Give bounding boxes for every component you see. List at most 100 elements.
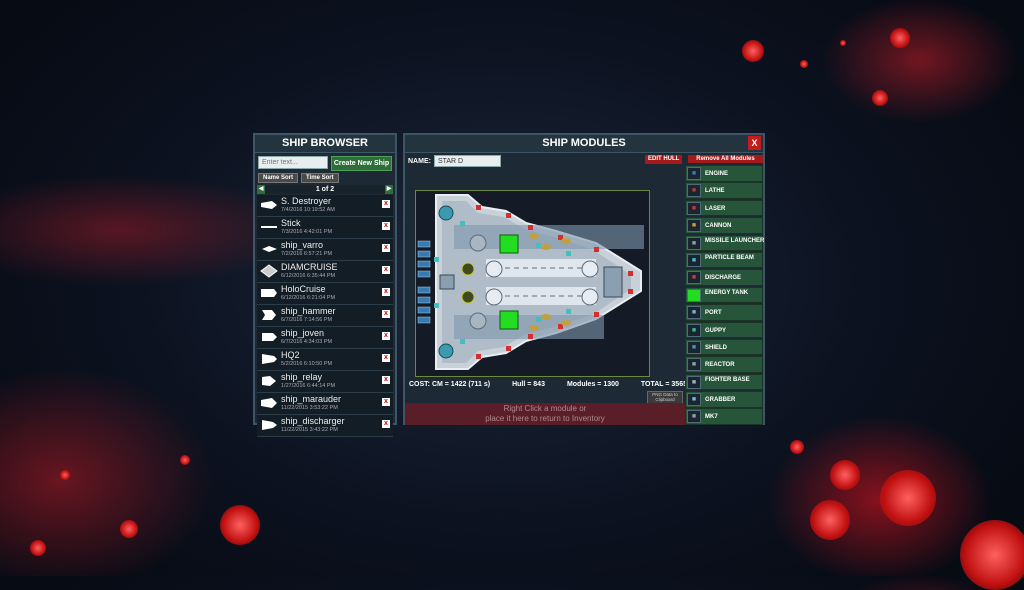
ship-thumbnail-icon [261, 201, 277, 209]
module-item-reactor[interactable]: ■REACTOR [685, 356, 763, 373]
energy-tank-icon [687, 288, 701, 302]
particle-beam-icon: ■ [687, 253, 701, 267]
module-label: REACTOR [705, 362, 735, 369]
close-button[interactable]: X [748, 136, 761, 150]
ship-thumbnail-icon [262, 246, 277, 252]
ship-design-canvas[interactable] [415, 190, 650, 377]
ship-thumbnail-icon [262, 310, 276, 320]
module-item-shield[interactable]: ■SHIELD [685, 338, 763, 356]
module-item-energy-tank[interactable]: ENERGY TANK [685, 286, 763, 304]
delete-ship-icon[interactable]: x [382, 222, 390, 230]
name-sort-button[interactable]: Name Sort [258, 173, 299, 183]
module-item-particle-beam[interactable]: ■PARTICLE BEAM [685, 251, 763, 269]
ship-modules-panel: SHIP MODULES X NAME: STAR D EDIT HULL Re… [403, 133, 765, 425]
cannon-icon: ■ [687, 219, 701, 233]
grabber-icon: ■ [687, 393, 701, 407]
module-item-fighter-base[interactable]: ■FIGHTER BASE [685, 373, 763, 391]
cost-cm: COST: CM = 1422 (711 s) [409, 381, 491, 388]
module-label: ENGINE [705, 171, 729, 177]
create-new-ship-button[interactable]: Create New Ship [331, 156, 392, 171]
delete-ship-icon[interactable]: x [382, 310, 390, 318]
delete-ship-icon[interactable]: x [382, 332, 390, 340]
remove-all-modules-button[interactable]: Remove All Modules [688, 155, 763, 163]
engine-icon: ■ [687, 167, 701, 180]
delete-ship-icon[interactable]: x [382, 288, 390, 296]
cost-total: TOTAL = 3565 [640, 381, 687, 388]
laser-icon: ■ [687, 201, 701, 215]
module-item-port[interactable]: ■PORT [685, 304, 763, 321]
module-label: MISSILE LAUNCHER [705, 237, 765, 244]
delete-ship-icon[interactable]: x [382, 398, 390, 406]
ship-thumbnail-icon [261, 398, 277, 408]
mk7-icon: ■ [687, 410, 701, 424]
time-sort-button[interactable]: Time Sort [301, 173, 339, 183]
cost-modules: Modules = 1300 [566, 381, 619, 388]
module-item-mk7[interactable]: ■ MK7 [685, 408, 763, 425]
module-item-grabber[interactable]: ■GRABBER [685, 391, 763, 408]
ship-thumbnail-icon [262, 420, 277, 430]
port-icon: ■ [687, 306, 701, 320]
module-item-missile-launcher[interactable]: ■MISSILE LAUNCHER [685, 234, 765, 252]
ship-date: 6/12/2016 6:35:44 PM [281, 273, 336, 279]
ship-date: 6/12/2016 6:21:04 PM [281, 295, 336, 301]
ship-date: 6/7/2016 7:14:56 PM [281, 317, 333, 323]
ship-date: 11/22/2015 3:43:22 PM [281, 427, 338, 433]
ship-name: DIAMCRUISE [281, 262, 338, 272]
return-to-inventory-zone[interactable]: Right Click a module or place it here to… [405, 403, 685, 425]
module-item-discharge[interactable]: ■DISCHARGE [685, 269, 763, 286]
module-item-cannon[interactable]: ■CANNON [685, 217, 763, 234]
prev-page-icon[interactable]: ◀ [257, 185, 265, 194]
delete-ship-icon[interactable]: x [382, 354, 390, 362]
ship-name-input[interactable]: STAR D [433, 155, 501, 167]
module-label: GUPPY [705, 327, 727, 334]
delete-ship-icon[interactable]: x [382, 376, 390, 384]
module-label: LATHE [705, 188, 725, 195]
ship-search-input[interactable] [258, 156, 328, 169]
edit-hull-button[interactable]: EDIT HULL [645, 155, 683, 164]
ship-date: 11/22/2015 3:53:22 PM [281, 405, 338, 411]
module-item-laser[interactable]: ■ LASER [685, 199, 763, 217]
delete-ship-icon[interactable]: x [382, 420, 390, 428]
ship-blueprint [417, 194, 644, 370]
ship-name: HQ2 [281, 350, 300, 360]
module-label: MK7 [705, 414, 718, 421]
png-to-clipboard-button[interactable]: PNG Data to Clipboard [647, 391, 683, 404]
page-indicator: 1 of 2 [315, 186, 335, 193]
delete-ship-icon[interactable]: x [382, 266, 390, 274]
discharge-icon: ■ [687, 271, 701, 285]
module-label: FIGHTER BASE [705, 376, 750, 383]
ship-date: 6/7/2016 4:34:03 PM [281, 339, 333, 345]
next-page-icon[interactable]: ▶ [385, 185, 393, 194]
pager: ◀ 1 of 2 ▶ [257, 185, 393, 194]
ship-thumbnail-icon [262, 354, 277, 364]
drop-zone-line1: Right Click a module or [503, 404, 587, 413]
delete-ship-icon[interactable]: x [382, 200, 390, 208]
ship-name: ship_discharger [281, 416, 345, 426]
ship-date: 7/3/2016 4:42:01 PM [281, 229, 333, 235]
delete-ship-icon[interactable]: x [382, 244, 390, 252]
drop-zone-line2: place it here to return to Inventory [485, 414, 605, 423]
module-item-guppy[interactable]: ■GUPPY [685, 321, 763, 339]
ship-browser-panel: SHIP BROWSER Create New Ship Name Sort T… [253, 133, 397, 437]
module-item-engine[interactable]: ■ ENGINE [685, 165, 763, 182]
ship-thumbnail-icon [260, 264, 278, 278]
module-item-lathe[interactable]: ■LATHE [685, 182, 763, 199]
module-label: LASER [705, 205, 726, 212]
ship-modules-title: SHIP MODULES [405, 135, 763, 153]
ship-thumbnail-icon [262, 333, 277, 341]
cost-summary: COST: CM = 1422 (711 s) Hull = 843 Modul… [409, 381, 687, 388]
ship-name: ship_joven [281, 328, 325, 338]
ship-thumbnail-icon [261, 226, 277, 228]
